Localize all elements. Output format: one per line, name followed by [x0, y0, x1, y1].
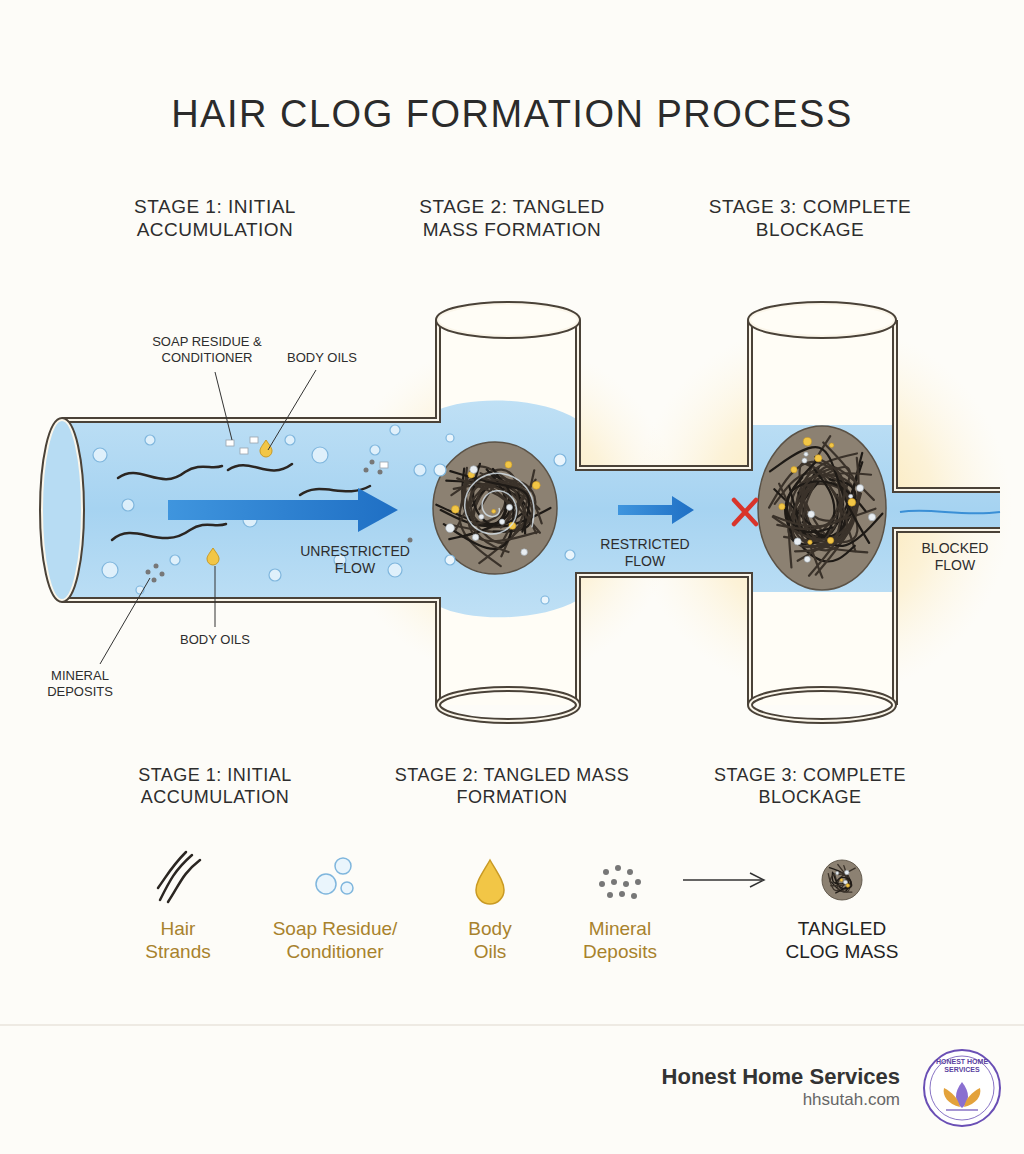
leader-lines — [100, 370, 316, 664]
stage-heading: STAGE 2: TANGLED MASS FORMATION — [402, 196, 622, 242]
cylinder-body — [750, 320, 895, 705]
logo — [924, 1050, 1000, 1126]
debris — [93, 425, 426, 594]
result-arrow — [683, 873, 764, 887]
flow-label: UNRESTRICTED FLOW — [295, 543, 415, 577]
flow-label: BLOCKED FLOW — [915, 540, 995, 574]
stage-label: STAGE 3: COMPLETE BLOCKAGE — [665, 765, 955, 808]
clog-icon — [822, 860, 862, 900]
flow-arrow — [168, 488, 398, 532]
bubbles-icon — [316, 858, 353, 894]
trickle — [900, 511, 1000, 514]
stage-heading: STAGE 1: INITIAL ACCUMULATION — [115, 196, 315, 242]
callout-label: BODY OILS — [272, 350, 372, 366]
legend-text: Body Oils — [455, 918, 525, 964]
result-label: TANGLED CLOG MASS — [777, 918, 907, 964]
legend-text: Hair Strands — [138, 918, 218, 964]
legend-text: Soap Residue/ Conditioner — [260, 918, 410, 964]
website: hhsutah.com — [600, 1090, 900, 1110]
legend-text: Mineral Deposits — [570, 918, 670, 964]
drop-icon — [476, 860, 504, 904]
logo-text: HONEST HOME SERVICES — [934, 1058, 990, 1075]
clog-mass — [433, 426, 886, 604]
callout-label: MINERAL DEPOSITS — [30, 668, 130, 699]
stage-label: STAGE 1: INITIAL ACCUMULATION — [75, 765, 355, 808]
stage-label: STAGE 2: TANGLED MASS FORMATION — [367, 765, 657, 808]
blocked-mark — [734, 500, 756, 524]
callout-label: SOAP RESIDUE & CONDITIONER — [148, 334, 266, 365]
callout-label: BODY OILS — [165, 632, 265, 648]
company-name: Honest Home Services — [500, 1064, 900, 1090]
pipe-outline — [42, 304, 1000, 721]
hair-icon — [158, 852, 200, 902]
flow-label: RESTRICTED FLOW — [595, 536, 695, 570]
title: HAIR CLOG FORMATION PROCESS — [12, 92, 1012, 138]
footer-rule — [0, 1024, 1024, 1026]
flow-arrow — [618, 496, 694, 524]
dots-icon — [599, 865, 641, 899]
water — [62, 401, 1000, 618]
stage-heading: STAGE 3: COMPLETE BLOCKAGE — [700, 196, 920, 242]
